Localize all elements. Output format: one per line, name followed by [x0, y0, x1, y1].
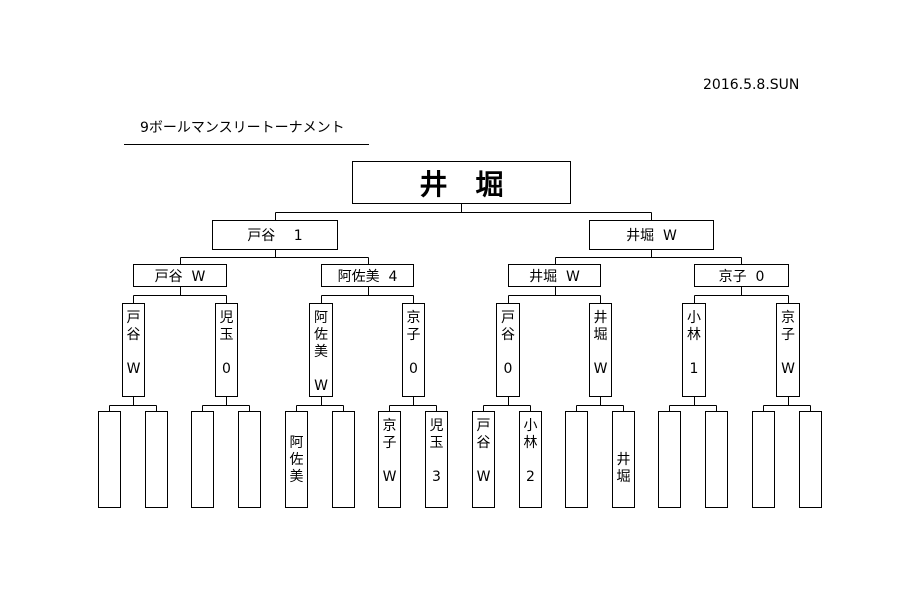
round1-box-7: 京 子 W — [378, 411, 401, 508]
round2-entry: 戸 谷 0 — [501, 310, 515, 377]
round1-box-13 — [658, 411, 681, 508]
round2-box-5: 戸 谷 0 — [496, 303, 520, 397]
round1-box-4 — [238, 411, 261, 508]
round1-entry: 京 子 W — [382, 418, 397, 485]
round2-box-8: 京 子 W — [776, 303, 800, 397]
date-label: 2016.5.8.SUN — [703, 77, 800, 93]
champion-name: 井 堀 — [419, 167, 504, 201]
round1-entry: 児 玉 3 — [429, 418, 444, 485]
quarterfinal-4: 京子 0 — [694, 264, 789, 287]
semifinal-left: 戸谷 1 — [212, 220, 338, 250]
round1-box-1 — [98, 411, 121, 508]
round2-entry: 児 玉 0 — [219, 310, 234, 377]
quarterfinal-label: 京子 0 — [718, 268, 765, 285]
round1-box-8: 児 玉 3 — [425, 411, 448, 508]
round1-entry: 井 堀 — [616, 452, 631, 485]
round1-entry: 小 林 2 — [523, 418, 538, 485]
round1-box-11 — [565, 411, 588, 508]
round2-box-4: 京 子 0 — [402, 303, 425, 397]
round2-entry: 阿 佐 美 W — [314, 310, 328, 394]
quarterfinal-label: 阿佐美 4 — [337, 268, 398, 285]
round1-box-10: 小 林 2 — [519, 411, 542, 508]
title-underline — [124, 144, 369, 145]
round2-box-2: 児 玉 0 — [215, 303, 238, 397]
round1-entry: 戸 谷 W — [476, 418, 491, 485]
quarterfinal-2: 阿佐美 4 — [321, 264, 414, 287]
quarterfinal-label: 戸谷 W — [154, 268, 206, 285]
round2-box-7: 小 林 1 — [682, 303, 706, 397]
semifinal-right: 井堀 W — [589, 220, 714, 250]
tournament-title: 9ボールマンスリートーナメント — [140, 120, 345, 136]
round2-entry: 戸 谷 W — [126, 310, 141, 377]
champion-box: 井 堀 — [352, 161, 571, 204]
round1-box-5: 阿 佐 美 — [285, 411, 308, 508]
round1-box-12: 井 堀 — [612, 411, 635, 508]
round2-box-3: 阿 佐 美 W — [309, 303, 333, 397]
round2-entry: 京 子 0 — [406, 310, 421, 377]
round2-entry: 小 林 1 — [687, 310, 701, 377]
round1-box-15 — [752, 411, 775, 508]
round1-box-2 — [145, 411, 168, 508]
quarterfinal-label: 井堀 W — [529, 268, 580, 285]
round1-entry: 阿 佐 美 — [289, 435, 304, 485]
quarterfinal-3: 井堀 W — [508, 264, 601, 287]
round2-entry: 京 子 W — [781, 310, 795, 377]
round1-box-3 — [191, 411, 214, 508]
round2-box-6: 井 堀 W — [589, 303, 612, 397]
semifinal-label: 戸谷 1 — [247, 228, 303, 244]
quarterfinal-1: 戸谷 W — [133, 264, 227, 287]
round1-box-9: 戸 谷 W — [472, 411, 495, 508]
round2-entry: 井 堀 W — [593, 310, 608, 377]
round1-box-6 — [332, 411, 355, 508]
round2-box-1: 戸 谷 W — [122, 303, 145, 397]
round1-box-14 — [705, 411, 728, 508]
semifinal-label: 井堀 W — [626, 228, 677, 244]
round1-box-16 — [799, 411, 822, 508]
